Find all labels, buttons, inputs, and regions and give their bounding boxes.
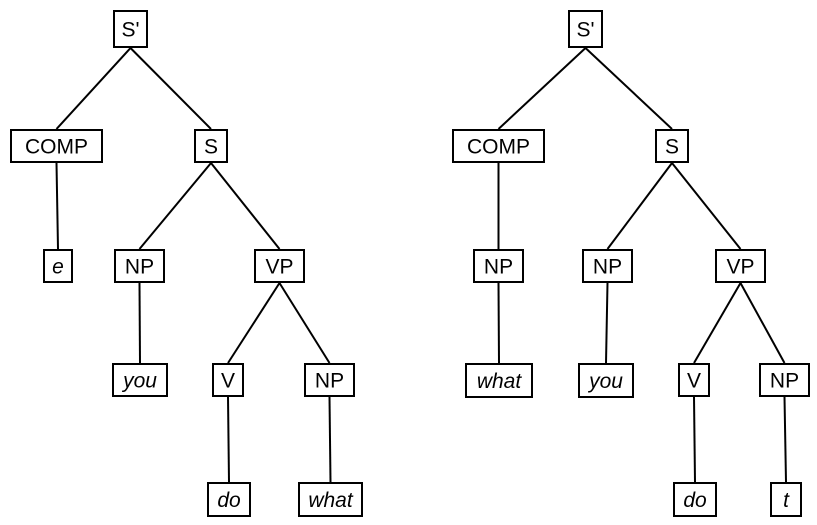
tree-node[interactable]: NP	[473, 249, 524, 283]
node-label: you	[587, 370, 623, 393]
tree-node[interactable]: e	[43, 249, 73, 283]
tree-edge	[584, 47, 673, 130]
tree-edge	[497, 282, 500, 364]
node-label: do	[683, 489, 707, 512]
node-label: S'	[576, 19, 594, 42]
node-box	[207, 482, 251, 517]
tree-edge	[606, 162, 673, 250]
node-label: V	[687, 370, 701, 393]
node-box	[304, 363, 355, 397]
tree-edge	[693, 396, 696, 483]
tree-node[interactable]: VP	[254, 249, 305, 283]
node-box	[759, 363, 810, 397]
tree-edge	[138, 282, 141, 364]
tree-edge	[278, 282, 331, 364]
node-label: COMP	[467, 136, 530, 159]
node-label: do	[217, 489, 241, 512]
node-box	[465, 363, 533, 398]
tree-node[interactable]: S'	[113, 10, 148, 48]
node-label: NP	[315, 370, 344, 393]
tree-node[interactable]: do	[207, 482, 251, 517]
tree-edge	[497, 47, 587, 130]
node-box	[113, 10, 148, 48]
node-label: NP	[484, 256, 513, 279]
node-label: VP	[265, 256, 293, 279]
node-box	[112, 363, 168, 397]
tree-node[interactable]: you	[578, 363, 634, 398]
tree-edge	[210, 162, 281, 250]
tree-node[interactable]: V	[212, 363, 244, 397]
tree-node[interactable]: NP	[304, 363, 355, 397]
tree-edges-deep-structure-tree	[55, 47, 332, 483]
node-box	[114, 249, 165, 283]
node-box	[655, 129, 689, 163]
node-box	[452, 129, 545, 163]
node-box	[473, 249, 524, 283]
node-box	[715, 249, 766, 283]
node-box	[578, 363, 634, 398]
tree-edge	[671, 162, 742, 250]
tree-edge	[783, 396, 787, 483]
tree-node[interactable]: NP	[759, 363, 810, 397]
tree-edge	[129, 47, 212, 130]
tree-node[interactable]: COMP	[10, 129, 103, 163]
tree-node[interactable]: S	[194, 129, 228, 163]
node-label: NP	[593, 256, 622, 279]
node-label: VP	[726, 256, 754, 279]
node-label: V	[221, 370, 235, 393]
tree-node[interactable]: you	[112, 363, 168, 397]
tree-edge	[693, 282, 742, 364]
node-label: you	[121, 370, 157, 393]
tree-node[interactable]: do	[673, 482, 717, 517]
tree-node[interactable]: NP	[582, 249, 633, 283]
node-box	[254, 249, 305, 283]
node-box	[673, 482, 717, 517]
edges-layer	[55, 47, 787, 483]
tree-edge	[55, 162, 59, 250]
tree-edge	[55, 47, 132, 130]
node-label: e	[52, 256, 64, 279]
tree-node[interactable]: VP	[715, 249, 766, 283]
node-label: what	[477, 370, 523, 393]
tree-edge	[605, 282, 609, 364]
node-label: NP	[125, 256, 154, 279]
node-box	[568, 10, 603, 48]
node-box	[43, 249, 73, 283]
node-label: what	[308, 489, 354, 512]
tree-node[interactable]: S	[655, 129, 689, 163]
node-box	[10, 129, 103, 163]
node-box	[770, 482, 802, 517]
node-box	[194, 129, 228, 163]
tree-nodes-surface-structure-tree: S' COMP S NP NP VP what you V NP do t	[452, 10, 810, 517]
node-label: S'	[121, 19, 139, 42]
tree-node[interactable]: what	[465, 363, 533, 398]
tree-node[interactable]: COMP	[452, 129, 545, 163]
node-box	[212, 363, 244, 397]
tree-edge	[227, 396, 230, 483]
tree-node[interactable]: what	[298, 482, 363, 517]
node-box	[582, 249, 633, 283]
tree-node[interactable]: S'	[568, 10, 603, 48]
tree-node[interactable]: V	[678, 363, 710, 397]
node-box	[298, 482, 363, 517]
node-label: NP	[770, 370, 799, 393]
tree-edge	[227, 282, 281, 364]
tree-edge	[328, 396, 332, 483]
tree-edge	[138, 162, 212, 250]
tree-edges-surface-structure-tree	[497, 47, 787, 483]
node-label: COMP	[25, 136, 88, 159]
node-box	[678, 363, 710, 397]
tree-node[interactable]: NP	[114, 249, 165, 283]
tree-edge	[739, 282, 786, 364]
node-label: S	[204, 136, 218, 159]
node-label: S	[665, 136, 679, 159]
tree-node[interactable]: t	[770, 482, 802, 517]
node-label: t	[783, 489, 790, 512]
